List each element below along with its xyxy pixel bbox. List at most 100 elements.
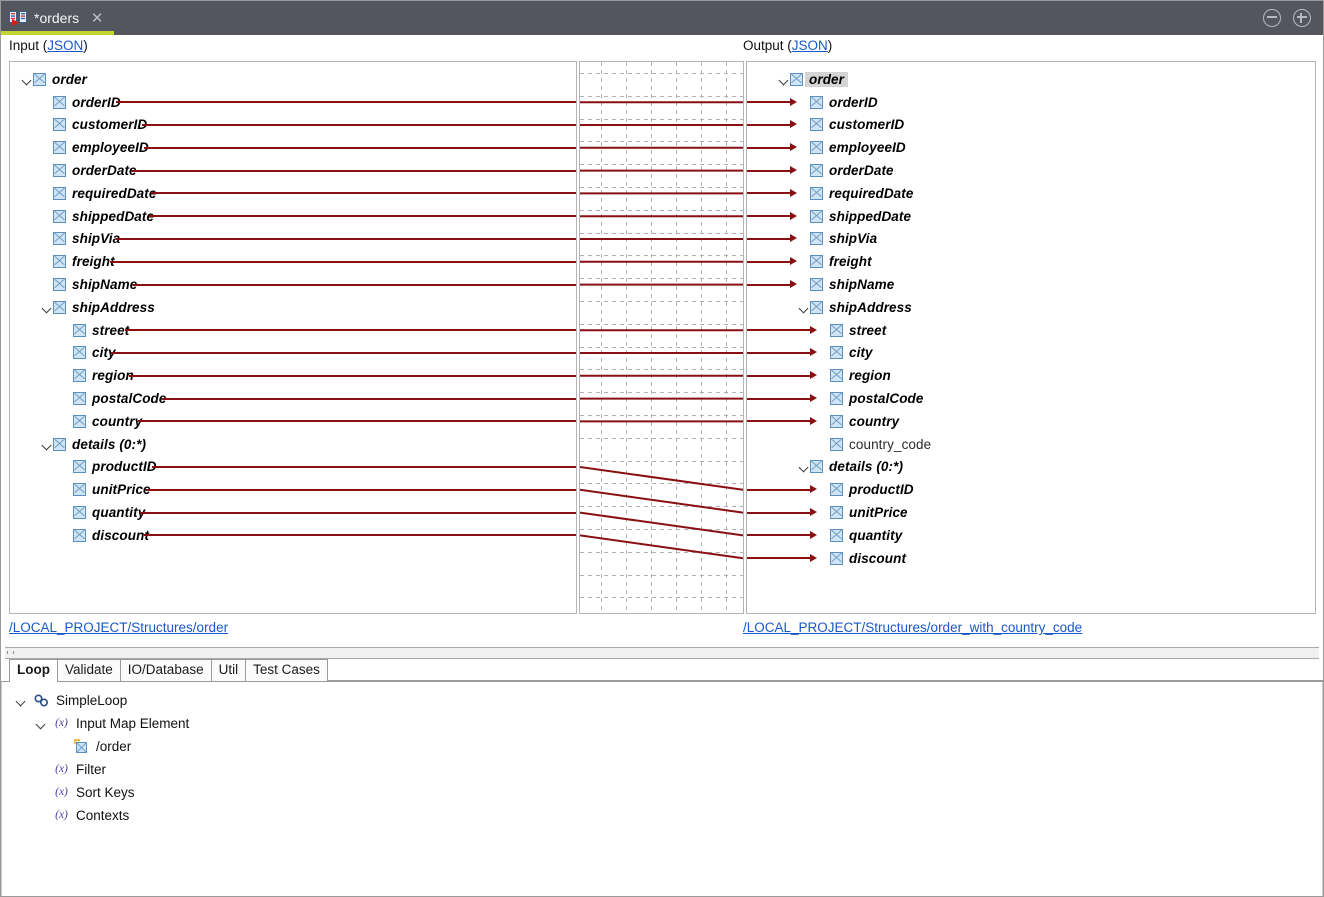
field-checkbox-icon[interactable]	[810, 232, 823, 246]
tree-row-orderdate[interactable]: orderDate	[10, 159, 576, 182]
field-checkbox-icon[interactable]	[830, 437, 843, 451]
field-checkbox-icon[interactable]	[73, 483, 86, 497]
loop-tree-row-input-map-element[interactable]: (x)Input Map Element	[2, 712, 1322, 735]
field-checkbox-icon[interactable]	[830, 323, 843, 337]
tree-row-country[interactable]: country	[10, 410, 576, 433]
tree-row-productid[interactable]: productID	[10, 456, 576, 479]
tree-row-street[interactable]: street	[10, 319, 576, 342]
tree-row-orderdate[interactable]: orderDate	[747, 159, 1315, 182]
tree-row-region[interactable]: region	[10, 364, 576, 387]
field-checkbox-icon[interactable]	[73, 506, 86, 520]
tree-row-shipname[interactable]: shipName	[747, 273, 1315, 296]
field-checkbox-icon[interactable]	[810, 164, 823, 178]
field-checkbox-icon[interactable]	[830, 369, 843, 383]
tree-row-productid[interactable]: productID	[747, 478, 1315, 501]
loop-tree-row-simpleloop[interactable]: SimpleLoop	[2, 689, 1322, 712]
field-checkbox-icon[interactable]	[73, 369, 86, 383]
chevron-down-icon[interactable]	[40, 438, 53, 451]
tree-row-orderid[interactable]: orderID	[747, 91, 1315, 114]
loop-tree-row-sort-keys[interactable]: (x)Sort Keys	[2, 781, 1322, 804]
mapping-grid-pane[interactable]	[579, 61, 744, 614]
mapping-connector-line[interactable]	[580, 534, 743, 560]
loop-tree-row-order[interactable]: /order	[2, 735, 1322, 758]
field-checkbox-icon[interactable]	[73, 414, 86, 428]
tree-row-order[interactable]: order	[10, 68, 576, 91]
minimize-icon[interactable]	[1263, 9, 1281, 27]
field-checkbox-icon[interactable]	[830, 414, 843, 428]
field-checkbox-icon[interactable]	[73, 460, 86, 474]
field-checkbox-icon[interactable]	[830, 551, 843, 565]
field-checkbox-icon[interactable]	[810, 209, 823, 223]
mapping-connector-line[interactable]	[580, 466, 743, 491]
tree-row-shippeddate[interactable]: shippedDate	[10, 205, 576, 228]
tree-row-city[interactable]: city	[747, 342, 1315, 365]
field-checkbox-icon[interactable]	[53, 255, 66, 269]
field-checkbox-icon[interactable]	[830, 483, 843, 497]
tree-row-postalcode[interactable]: postalCode	[10, 387, 576, 410]
tree-row-employeeid[interactable]: employeeID	[10, 136, 576, 159]
tree-row-shipaddress[interactable]: shipAddress	[10, 296, 576, 319]
tree-row-discount[interactable]: discount	[747, 547, 1315, 570]
tree-row-shipaddress[interactable]: shipAddress	[747, 296, 1315, 319]
field-checkbox-icon[interactable]	[53, 437, 66, 451]
loop-tree-row-filter[interactable]: (x)Filter	[2, 758, 1322, 781]
tree-row-country-code[interactable]: country_code	[747, 433, 1315, 456]
field-checkbox-icon[interactable]	[73, 528, 86, 542]
field-checkbox-icon[interactable]	[73, 323, 86, 337]
field-checkbox-icon[interactable]	[53, 209, 66, 223]
field-checkbox-icon[interactable]	[810, 255, 823, 269]
field-checkbox-icon[interactable]	[810, 186, 823, 200]
tree-row-orderid[interactable]: orderID	[10, 91, 576, 114]
mapping-connector-line[interactable]	[580, 488, 743, 514]
close-icon[interactable]: ✕	[90, 9, 104, 27]
tab-validate[interactable]: Validate	[57, 659, 121, 681]
tree-row-country[interactable]: country	[747, 410, 1315, 433]
tree-row-discount[interactable]: discount	[10, 524, 576, 547]
tree-row-city[interactable]: city	[10, 342, 576, 365]
tab-util[interactable]: Util	[210, 659, 247, 681]
loop-tree-row-contexts[interactable]: (x)Contexts	[2, 804, 1322, 827]
tab-test-cases[interactable]: Test Cases	[245, 659, 328, 681]
tree-row-requireddate[interactable]: requiredDate	[10, 182, 576, 205]
field-checkbox-icon[interactable]	[790, 72, 803, 86]
tree-row-order[interactable]: order	[747, 68, 1315, 91]
tree-row-freight[interactable]: freight	[747, 250, 1315, 273]
tree-row-details-0[interactable]: details (0:*)	[747, 456, 1315, 479]
chevron-down-icon[interactable]	[777, 73, 790, 86]
field-checkbox-icon[interactable]	[830, 346, 843, 360]
field-checkbox-icon[interactable]	[53, 118, 66, 132]
tree-row-unitprice[interactable]: unitPrice	[10, 478, 576, 501]
field-checkbox-icon[interactable]	[830, 506, 843, 520]
tree-row-details-0[interactable]: details (0:*)	[10, 433, 576, 456]
chevron-down-icon[interactable]	[797, 460, 810, 473]
field-checkbox-icon[interactable]	[810, 300, 823, 314]
field-checkbox-icon[interactable]	[810, 460, 823, 474]
tree-row-customerid[interactable]: customerID	[747, 114, 1315, 137]
field-checkbox-icon[interactable]	[53, 95, 66, 109]
chevron-down-icon[interactable]	[40, 301, 53, 314]
tab-io-database[interactable]: IO/Database	[119, 659, 212, 681]
field-checkbox-icon[interactable]	[830, 528, 843, 542]
tree-row-street[interactable]: street	[747, 319, 1315, 342]
field-checkbox-icon[interactable]	[53, 232, 66, 246]
field-checkbox-icon[interactable]	[830, 392, 843, 406]
chevron-down-icon[interactable]	[797, 301, 810, 314]
field-checkbox-icon[interactable]	[53, 186, 66, 200]
loop-properties-pane[interactable]: SimpleLoop(x)Input Map Element/order(x)F…	[1, 682, 1323, 896]
field-checkbox-icon[interactable]	[33, 72, 46, 86]
tree-row-postalcode[interactable]: postalCode	[747, 387, 1315, 410]
field-checkbox-icon[interactable]	[810, 118, 823, 132]
chevron-down-icon[interactable]	[14, 694, 27, 707]
field-checkbox-icon[interactable]	[53, 141, 66, 155]
field-checkbox-icon[interactable]	[53, 300, 66, 314]
chevron-down-icon[interactable]	[34, 717, 47, 730]
output-json-link[interactable]: JSON	[791, 38, 828, 53]
output-structure-path-link[interactable]: /LOCAL_PROJECT/Structures/order_with_cou…	[743, 620, 1083, 635]
tree-row-quantity[interactable]: quantity	[10, 501, 576, 524]
tree-row-shipname[interactable]: shipName	[10, 273, 576, 296]
tree-row-freight[interactable]: freight	[10, 250, 576, 273]
maximize-icon[interactable]	[1293, 9, 1311, 27]
tab-loop[interactable]: Loop	[9, 659, 58, 682]
